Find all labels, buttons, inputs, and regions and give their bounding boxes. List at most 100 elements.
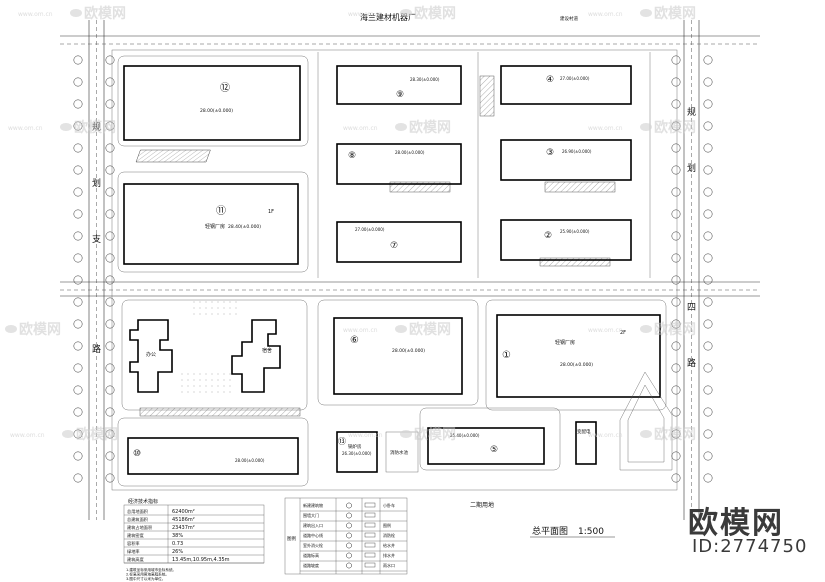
tree-icon [105,429,115,439]
green-area [190,298,240,318]
tree-icon [105,275,115,285]
building-13-name: 锅炉房 [348,443,362,450]
watermark-site: www.om.cn [348,432,383,439]
tree-icon [671,253,681,263]
road-name-char: 四 [687,303,696,313]
building-1-elevation: 28.00(±0.000) [560,362,593,368]
watermark-logo-icon [400,430,412,438]
tree-icon [105,385,115,395]
building-12-elevation: 28.00(±0.000) [200,108,233,114]
road-name-char: 规 [687,107,696,118]
tree-icon [671,363,681,373]
legend-key-2: 小卧车 [383,502,395,508]
legend-key: 室外消火栓 [303,542,323,548]
plan-scale: 1:500 [578,527,604,537]
tree-icon [73,363,83,373]
paving-strips [135,75,616,417]
building-10[interactable]: ⑩ 28.00(±0.000) [127,437,299,475]
tree-icon [703,341,713,351]
second-phase-label: 二期用地 [470,501,494,509]
tree-icon [105,143,115,153]
building-8-number: ⑧ [348,151,356,161]
building-2[interactable]: ② 25.90(±0.000) [500,219,632,261]
building-11[interactable]: ⑪ 轻钢厂房 28.40(±0.000) 1F [123,183,299,265]
tree-icon [671,451,681,461]
building-5[interactable]: ⑤ 25.40(±0.000) [427,427,545,465]
watermark-logo-icon [395,123,407,131]
building-1-floors: 2F [620,330,626,336]
building-1[interactable]: ① 轻钢厂房 28.00(±0.000) 2F [496,314,661,398]
building-13[interactable]: ⑬ 锅炉房 26.30(±0.000) [336,431,378,473]
legend-key-2: 图例 [383,522,391,528]
tech-table-note: 1.建筑坐标采用城市坐标系统。 [126,567,176,572]
legend-symbol-icon [346,512,352,519]
tree-icon [671,473,681,483]
tree-icon [703,55,713,65]
tree-icon [703,99,713,109]
building-6[interactable]: ⑥ 28.00(±0.000) [333,317,463,395]
tree-icon [671,99,681,109]
legend-symbol-icon [364,542,376,548]
building-9[interactable]: ⑨ 28.30(±0.000) [336,65,462,105]
tech-table-key: 总用地面积 [127,508,148,515]
tech-table-value: 45186m² [172,517,195,523]
tree-icon [73,253,83,263]
building-4[interactable]: ④ 27.00(±0.000) [500,65,632,105]
office-label: 办公 [146,351,156,358]
watermark-logo-icon [640,9,652,17]
building-7-number: ⑦ [390,241,398,251]
tree-icon [703,253,713,263]
tree-icon [703,209,713,219]
watermark-logo-icon [640,325,652,333]
watermark-text: 欧模网 [654,5,696,22]
tree-icon [671,341,681,351]
building-3-number: ③ [546,148,554,158]
tree-icon [73,55,83,65]
building-2-elevation: 25.90(±0.000) [560,229,590,234]
building-2-number: ② [544,231,552,241]
legend-symbol-icon [364,512,376,518]
building-12[interactable]: ⑫ 28.00(±0.000) [123,65,301,141]
watermark-logo-icon [5,325,17,333]
building-10-elevation: 28.00(±0.000) [235,458,265,463]
tech-table-key: 建筑高度 [127,556,145,563]
building-13-number: ⑬ [338,437,346,446]
building-11-elevation: 28.40(±0.000) [228,224,261,230]
tree-icon [671,165,681,175]
building-8-elevation: 28.00(±0.000) [395,150,425,155]
building-5-elevation: 25.40(±0.000) [450,433,480,438]
tree-icon [703,275,713,285]
road-name-char: 路 [687,357,696,369]
left-road [88,20,105,520]
tree-icon [105,209,115,219]
tree-icon [105,363,115,373]
tech-table-title: 经济技术指标 [128,498,158,505]
building-3-elevation: 26.90(±0.000) [562,149,592,154]
watermark-site: www.om.cn [8,125,43,132]
building-8[interactable]: ⑧ 28.00(±0.000) [336,143,462,185]
tree-icon [73,385,83,395]
plan-caption: 总平面图 [532,525,568,537]
road-name-char: 支 [92,233,101,245]
building-7[interactable]: ⑦ 27.00(±0.000) [336,221,462,263]
dorm-building[interactable]: 宿舍 [231,319,281,393]
green-area [180,370,235,396]
office-building[interactable]: 办公 [129,319,173,393]
site-boundary [111,49,678,491]
tree-icon [671,143,681,153]
tree-icon [703,363,713,373]
tree-icon [73,121,83,131]
watermark-site: www.om.cn [588,125,623,132]
tree-icon [105,165,115,175]
legend-key-2: 排水井 [383,552,395,558]
watermark-logo-icon [395,325,407,333]
tech-table-key: 总建筑面积 [127,516,148,523]
tree-icon [73,231,83,241]
tree-icon [671,407,681,417]
watermark-brand: 欧模网 [688,506,784,541]
building-3[interactable]: ③ 26.90(±0.000) [500,139,632,181]
watermark-text: 欧模网 [414,5,456,22]
legend-symbol-icon [364,532,376,538]
